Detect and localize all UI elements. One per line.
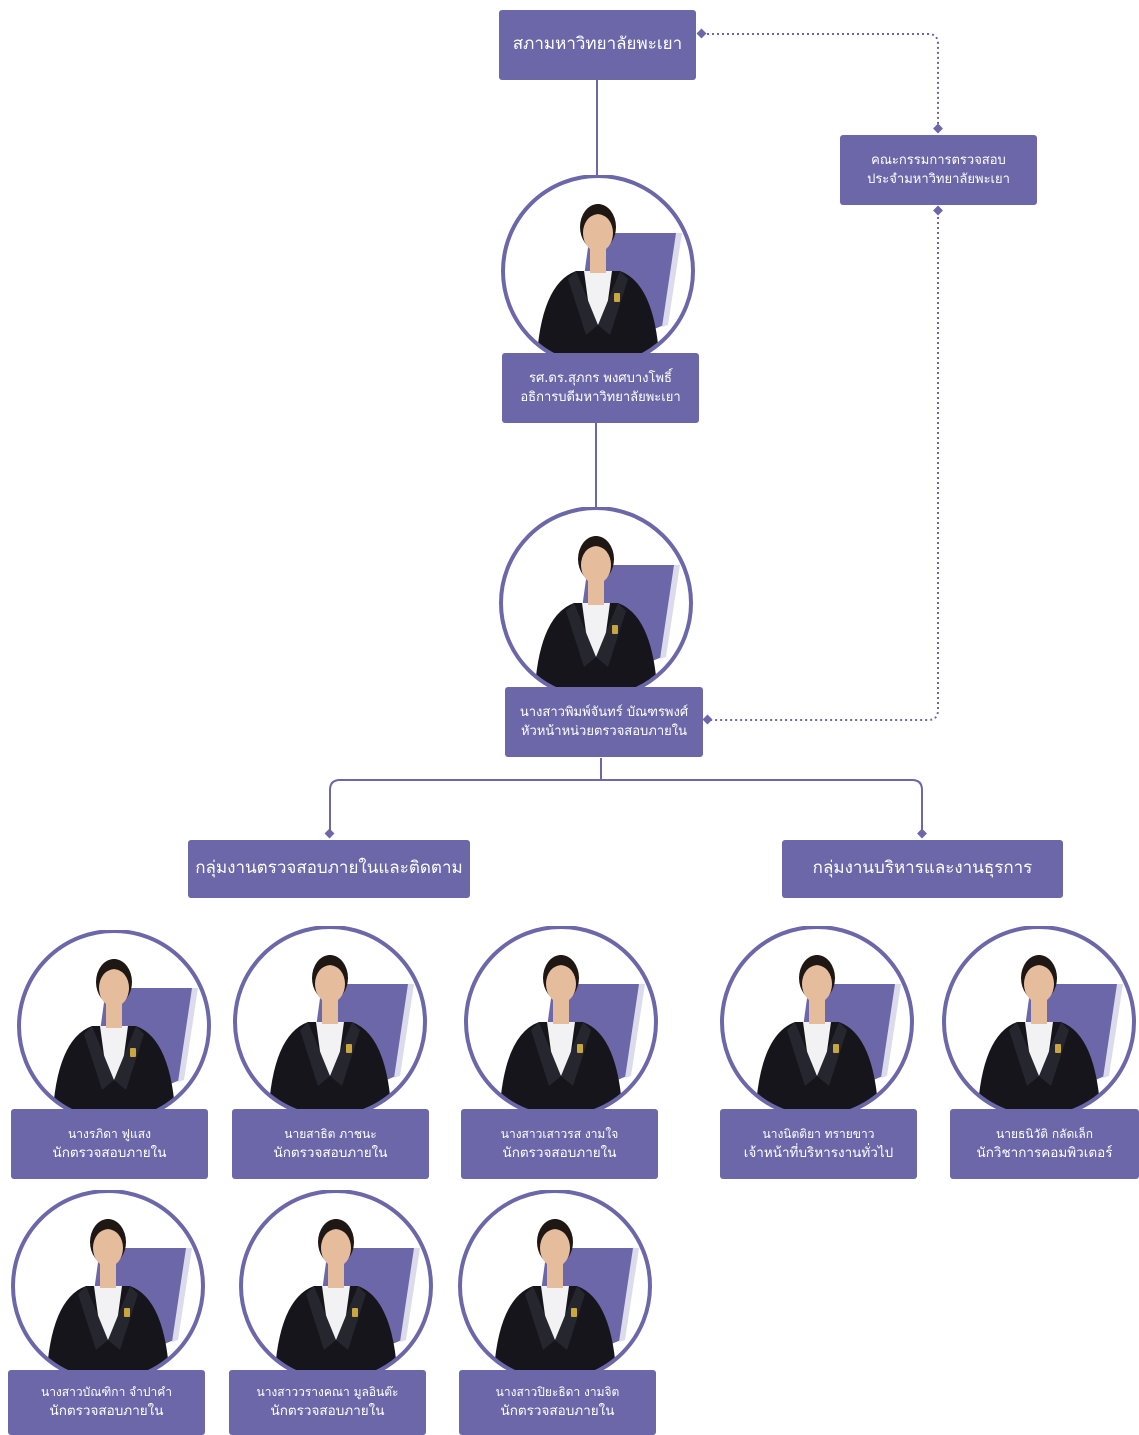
staff-box-3: นางสาวเสาวรส งามใจ นักตรวจสอบภายใน <box>461 1109 658 1179</box>
staff-box-2: นายสาธิต ภาชนะ นักตรวจสอบภายใน <box>232 1109 429 1179</box>
staff-box-1: นางรภิดา ฟูแสง นักตรวจสอบภายใน <box>11 1109 208 1179</box>
head-title: หัวหน้าหน่วยตรวจสอบภายใน <box>520 724 688 739</box>
audit-committee-line2: ประจำมหาวิทยาลัยพะเยา <box>867 172 1010 187</box>
portrait-staff-2 <box>233 926 427 1116</box>
staff-name: นายธนิวัติ กลัดเล็ก <box>996 1126 1093 1141</box>
portrait-president <box>501 175 695 365</box>
dotted-line-university-committee <box>702 33 939 126</box>
connector-node <box>702 714 713 725</box>
staff-name: นางนิตติยา ทรายขาว <box>762 1126 875 1141</box>
staff-box-6: นางสาวบัณฑิกา จำปาคำ นักตรวจสอบภายใน <box>8 1370 205 1435</box>
staff-box-4: นางนิตติยา ทรายขาว เจ้าหน้าที่บริหารงานท… <box>720 1109 917 1179</box>
connector-node <box>324 828 335 839</box>
portrait-staff-6 <box>11 1190 205 1380</box>
staff-name: นางสาววรางคณา มูลอินต๊ะ <box>256 1385 399 1400</box>
staff-name: นายสาธิต ภาชนะ <box>284 1126 377 1141</box>
group-audit-label: กลุ่มงานตรวจสอบภายในและติดตาม <box>195 858 463 879</box>
head-box: นางสาวพิมพ์จันทร์ บัณฑรพงศ์ หัวหน้าหน่วย… <box>505 687 703 757</box>
university-council-label: สภามหาวิทยาลัยพะเยา <box>512 34 683 55</box>
portrait-staff-1 <box>17 930 211 1120</box>
staff-title: นักตรวจสอบภายใน <box>273 1144 388 1161</box>
line-head-groups <box>329 758 923 836</box>
staff-title: นักตรวจสอบภายใน <box>52 1144 167 1161</box>
staff-box-7: นางสาววรางคณา มูลอินต๊ะ นักตรวจสอบภายใน <box>229 1370 426 1435</box>
group-admin-label: กลุ่มงานบริหารและงานธุรการ <box>812 858 1033 879</box>
president-box: รศ.ดร.สุภกร พงศบางโพธิ์ อธิการบดีมหาวิทย… <box>502 353 699 423</box>
staff-name: นางสาวปิยะธิดา งามจิต <box>495 1385 620 1400</box>
staff-name: นางรภิดา ฟูแสง <box>68 1126 151 1141</box>
connector-node <box>917 828 927 839</box>
staff-title: นักตรวจสอบภายใน <box>502 1144 617 1161</box>
group-admin-box: กลุ่มงานบริหารและงานธุรการ <box>782 840 1063 898</box>
staff-box-8: นางสาวปิยะธิดา งามจิต นักตรวจสอบภายใน <box>459 1370 656 1435</box>
staff-box-5: นายธนิวัติ กลัดเล็ก นักวิชาการคอมพิวเตอร… <box>950 1109 1139 1179</box>
connector-node <box>933 123 943 134</box>
audit-committee-line1: คณะกรรมการตรวจสอบ <box>871 152 1006 168</box>
head-name: นางสาวพิมพ์จันทร์ บัณฑรพงศ์ <box>519 704 689 720</box>
connector-node <box>933 205 943 216</box>
connector-node <box>696 28 707 39</box>
portrait-head <box>499 507 693 697</box>
president-title: อธิการบดีมหาวิทยาลัยพะเยา <box>520 390 681 405</box>
portrait-staff-5 <box>942 926 1136 1116</box>
president-name: รศ.ดร.สุภกร พงศบางโพธิ์ <box>529 370 672 386</box>
staff-name: นางสาวบัณฑิกา จำปาคำ <box>40 1385 173 1400</box>
portrait-staff-7 <box>239 1190 433 1380</box>
dotted-line-committee-head <box>710 212 939 721</box>
staff-title: นักวิชาการคอมพิวเตอร์ <box>976 1144 1113 1161</box>
staff-name: นางสาวเสาวรส งามใจ <box>500 1126 619 1141</box>
portrait-staff-3 <box>464 926 658 1116</box>
staff-title: นักตรวจสอบภายใน <box>270 1403 385 1420</box>
staff-title: นักตรวจสอบภายใน <box>500 1403 615 1420</box>
university-council-box: สภามหาวิทยาลัยพะเยา <box>499 10 696 80</box>
audit-committee-box: คณะกรรมการตรวจสอบ ประจำมหาวิทยาลัยพะเยา <box>840 135 1037 205</box>
staff-title: นักตรวจสอบภายใน <box>49 1403 164 1420</box>
group-audit-box: กลุ่มงานตรวจสอบภายในและติดตาม <box>188 840 470 898</box>
portrait-staff-4 <box>720 926 914 1116</box>
portrait-staff-8 <box>458 1190 652 1380</box>
staff-title: เจ้าหน้าที่บริหารงานทั่วไป <box>743 1144 894 1161</box>
